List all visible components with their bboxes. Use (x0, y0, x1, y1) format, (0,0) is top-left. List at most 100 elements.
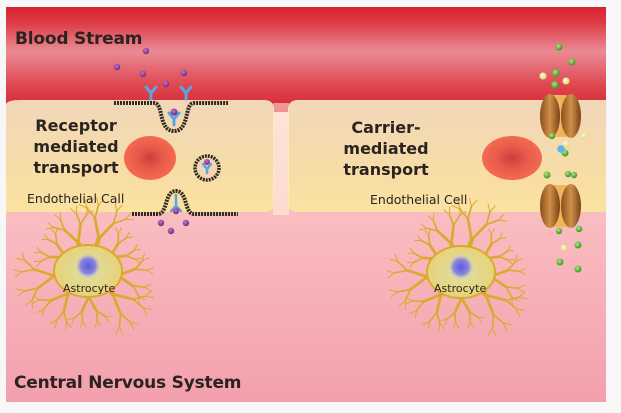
astrocyte-process (405, 269, 429, 279)
astrocyte-process (97, 198, 105, 206)
astrocyte-process (487, 327, 493, 336)
astrocyte-process (498, 232, 503, 240)
astrocyte-process (54, 214, 61, 220)
astrocyte-process (25, 299, 33, 306)
astrocyte-process (20, 268, 36, 273)
astrocyte-nucleus (75, 253, 101, 279)
astrocyte-process (505, 299, 518, 310)
released-ligand (172, 207, 180, 215)
astrocyte-process (515, 258, 523, 262)
astrocyte-process (143, 286, 152, 292)
astrocyte-process (111, 292, 135, 301)
astrocyte-process (93, 216, 101, 241)
astrocyte-process (503, 322, 508, 332)
astrocyte-process (515, 253, 518, 262)
ligands-blood (113, 47, 188, 88)
astrocyte-process (427, 234, 431, 246)
astrocyte-process (470, 223, 488, 242)
astrocyte-process (435, 311, 441, 325)
astrocyte-process (453, 296, 463, 315)
astrocyte-process (468, 311, 472, 323)
astrocyte-process (409, 275, 429, 291)
astrocyte-process (97, 222, 115, 241)
astrocyte-process (82, 321, 87, 328)
tight-junction (273, 103, 289, 215)
mechanism-line1: Carrier- (351, 118, 421, 137)
astrocyte-process (487, 203, 491, 213)
astrocyte-process (36, 308, 45, 313)
astrocyte-process (491, 327, 497, 336)
astrocyte-process (16, 288, 26, 292)
endothelial-nucleus-left (124, 136, 176, 180)
astrocyte-process (477, 316, 482, 323)
astrocyte-process (508, 259, 514, 266)
astrocyte-process (396, 288, 412, 293)
astrocyte-process (31, 287, 39, 302)
astrocyte-process (394, 253, 399, 262)
astrocyte-process (42, 299, 52, 311)
diagram-canvas (6, 7, 606, 402)
astrocyte-process (435, 293, 443, 314)
cns-label: Central Nervous System (14, 373, 242, 393)
astrocyte-process (142, 307, 148, 316)
astrocyte-process (498, 213, 505, 221)
mechanism-line3: transport (33, 158, 119, 177)
astrocyte-process (130, 321, 139, 325)
astrocyte-process (491, 314, 495, 329)
astrocyte-process (70, 208, 77, 214)
astrocyte-process (81, 310, 84, 323)
astrocyte-process (118, 313, 122, 328)
astrocyte-process (484, 293, 508, 302)
astrocyte-process (425, 227, 439, 232)
astrocyte-process (404, 288, 412, 303)
astrocyte-process (404, 300, 407, 310)
astrocyte-process (432, 219, 439, 232)
astrocyte-process (448, 213, 455, 226)
astrocyte-process (489, 205, 496, 213)
astrocyte-process (75, 205, 78, 214)
carrier-protein-top (540, 94, 581, 138)
astrocyte-process (498, 250, 509, 258)
astrocyte-process (396, 260, 409, 272)
astrocyte-process (118, 326, 124, 335)
astrocyte-process (145, 290, 153, 297)
astrocyte-process (422, 320, 431, 326)
astrocyte-process (498, 237, 507, 240)
astrocyte-right (386, 198, 528, 336)
endothelial-cell-label-right: Endothelial Cell (370, 192, 468, 207)
astrocyte-process (125, 254, 137, 261)
astrocyte-process (467, 205, 473, 220)
astrocyte-process (416, 234, 422, 241)
astrocyte-process (47, 222, 54, 228)
astrocyte-process (424, 229, 430, 236)
carrier-mediated-transport-label: Carrier- mediated transport (341, 117, 431, 180)
astrocyte-process (449, 223, 455, 245)
astrocyte-process (498, 255, 510, 262)
astrocyte-process (460, 296, 471, 314)
astrocyte-process (79, 213, 88, 225)
endothelial-nucleus-right (482, 136, 542, 180)
astrocyte-process (490, 237, 501, 246)
astrocyte-process (143, 283, 152, 288)
astrocyte-process (506, 245, 511, 252)
astrocyte-process (420, 239, 431, 246)
astrocyte-process (428, 228, 432, 236)
astrocyte-process (65, 322, 68, 331)
astrocyte-process (32, 268, 56, 278)
astrocyte-label-right: Astrocyte (434, 282, 487, 295)
receptor-mediated-transport-label: Receptor mediated transport (31, 115, 121, 178)
blood-stream-label: Blood Stream (15, 29, 143, 49)
astrocyte-process (516, 284, 525, 289)
astrocyte-process (518, 291, 526, 298)
astrocyte-process (80, 295, 90, 314)
receptor-icon (144, 85, 193, 127)
astrocyte-process (115, 227, 119, 234)
astrocyte-process (393, 269, 409, 274)
astrocyte-process (43, 233, 49, 240)
astrocyte-process (414, 309, 418, 318)
astrocyte-process (85, 207, 96, 219)
astrocyte-process (112, 218, 127, 225)
astrocyte-process (16, 257, 26, 261)
astrocyte-process (133, 244, 138, 251)
astrocyte-process (466, 217, 474, 242)
